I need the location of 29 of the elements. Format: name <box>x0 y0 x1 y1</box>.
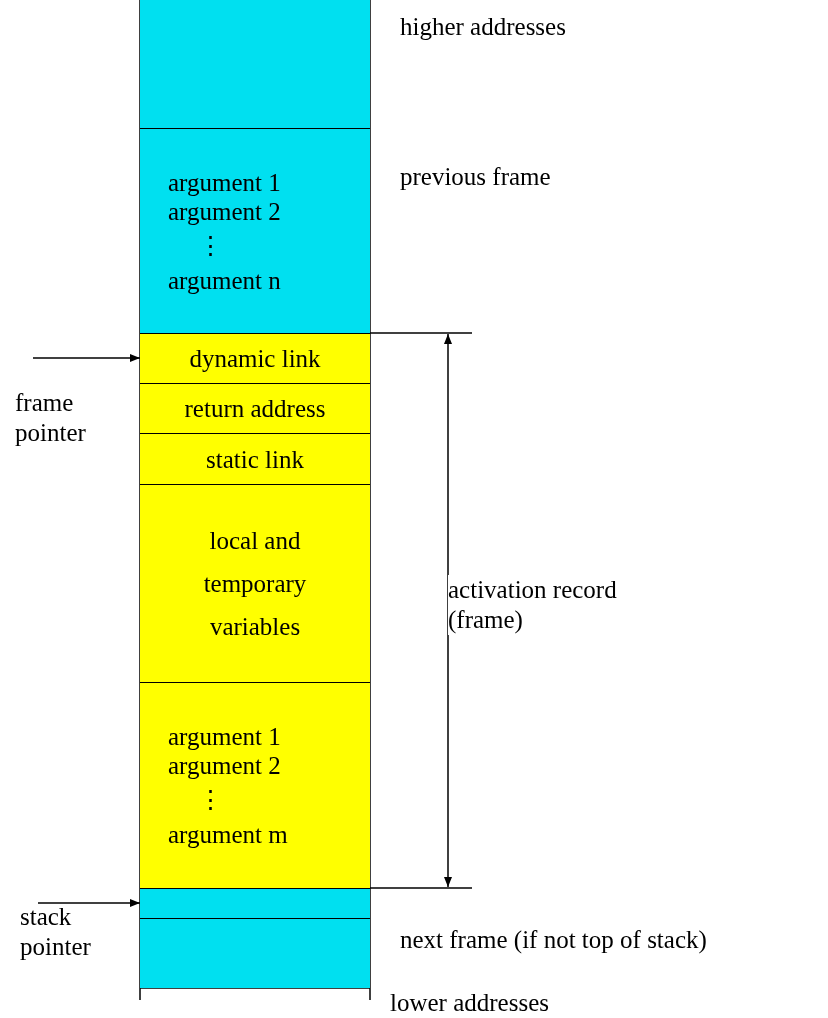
memory-cell <box>140 128 370 333</box>
cell-text: return address <box>183 394 327 423</box>
leader-arrow <box>32 354 141 362</box>
leader-arrow <box>37 899 141 907</box>
annotation-text: higher addresses <box>400 12 566 42</box>
cell-text: argument 2 <box>168 196 282 226</box>
cell-text: static link <box>205 444 305 474</box>
cell-text: argument m <box>168 820 289 849</box>
memory-cell <box>140 383 370 433</box>
cell-text: dynamic link <box>188 344 322 373</box>
memory-cell <box>140 0 370 128</box>
annotation-text: next frame (if not top of stack) <box>400 925 707 955</box>
memory-cell <box>140 333 370 383</box>
memory-cell <box>140 484 370 682</box>
memory-cell <box>140 682 370 888</box>
cell-text: ⋮ <box>197 230 224 261</box>
memory-cell <box>140 433 370 484</box>
cell-text: argument 1 <box>168 167 282 197</box>
pointer-label: frame pointer <box>15 388 125 448</box>
annotation-text: lower addresses <box>390 988 549 1018</box>
memory-cell <box>140 918 370 988</box>
cell-text: argument 2 <box>168 751 282 780</box>
annotation-text: previous frame <box>400 162 551 192</box>
cell-text: local and temporary variables <box>202 526 308 642</box>
memory-cell <box>140 888 370 918</box>
pointer-label: stack pointer <box>20 902 130 962</box>
cell-text: ⋮ <box>197 785 224 815</box>
cell-text: argument 1 <box>168 722 282 751</box>
cell-text: argument n <box>168 265 282 295</box>
